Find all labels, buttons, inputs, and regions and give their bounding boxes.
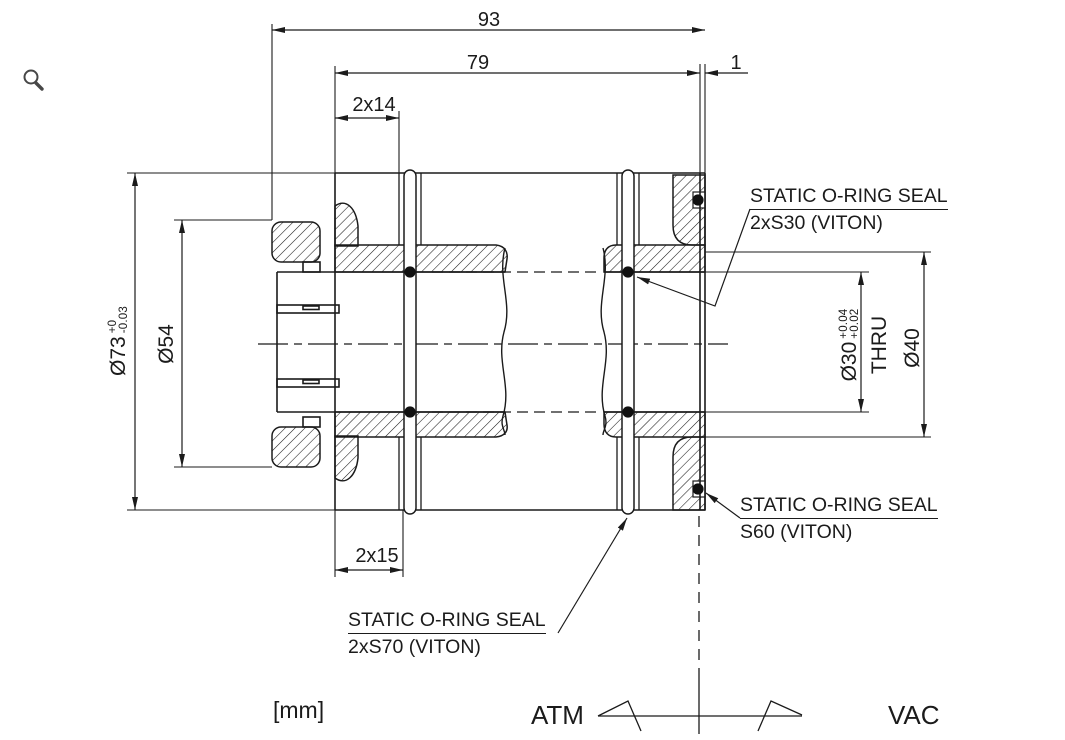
- hatched-sections: [271, 174, 706, 511]
- dim-2x15-value: 2x15: [355, 545, 399, 567]
- s60-leader: [705, 492, 741, 519]
- extension-lines: [127, 24, 931, 577]
- atm-vac-indicator: [597, 516, 803, 734]
- atm-arrow: [597, 700, 642, 732]
- web-right-bottom: [603, 411, 706, 438]
- atm-label: ATM: [531, 700, 584, 730]
- web-right-top: [603, 244, 706, 273]
- units-label: [mm]: [273, 697, 325, 723]
- dimension-lines: [132, 27, 927, 573]
- d30-tolerance: +0.04 +0.02: [837, 308, 862, 339]
- s70-seal-callout: STATIC O-RING SEAL 2xS70 (VITON): [348, 609, 546, 658]
- d73-tolerance: +0 -0.03: [106, 306, 131, 334]
- s30-seal-callout: STATIC O-RING SEAL 2xS30 (VITON): [750, 185, 948, 234]
- part-outlines: [276, 172, 706, 511]
- body-left-bottom-wall: [334, 435, 359, 482]
- dim-1-value: 1: [730, 52, 742, 74]
- zoom-icon[interactable]: [23, 69, 44, 91]
- dim-d40-value: Ø40: [901, 328, 924, 368]
- web-left-top: [334, 244, 508, 273]
- dim-d73-value: Ø73 +0 -0.03: [106, 306, 131, 376]
- bore-hidden-lines: [432, 271, 600, 413]
- left-nut-bottom-section: [271, 426, 321, 468]
- web-left-bottom: [334, 411, 508, 438]
- left-nut-top-section: [271, 221, 321, 263]
- s70-oring-right: [621, 169, 635, 515]
- dim-d54-value: Ø54: [155, 324, 178, 364]
- vac-arrow: [757, 700, 803, 732]
- outer-oring-bands: [403, 169, 635, 515]
- dim-2x14-value: 2x14: [352, 94, 396, 116]
- leader-lines: [557, 208, 751, 634]
- oring-cross-sections: [404, 194, 704, 495]
- break-lines: [500, 247, 608, 436]
- dim-thru-label: THRU: [868, 315, 891, 375]
- contact-finger-bottom: [276, 378, 340, 388]
- body-left-top-wall: [334, 202, 359, 247]
- s70-leader: [557, 517, 628, 634]
- s70-oring-left: [403, 169, 417, 515]
- dim-93-value: 93: [477, 9, 501, 31]
- s30-leader: [636, 208, 751, 307]
- vac-label: VAC: [888, 700, 940, 730]
- dim-79-value: 79: [466, 52, 490, 74]
- s30-oring-dot: [404, 266, 416, 278]
- s60-seal-callout: STATIC O-RING SEAL S60 (VITON): [740, 494, 938, 543]
- dim-d30-value: Ø30 +0.04 +0.02: [837, 308, 862, 382]
- contact-finger-top: [276, 304, 340, 314]
- s60-oring-dot: [692, 194, 704, 206]
